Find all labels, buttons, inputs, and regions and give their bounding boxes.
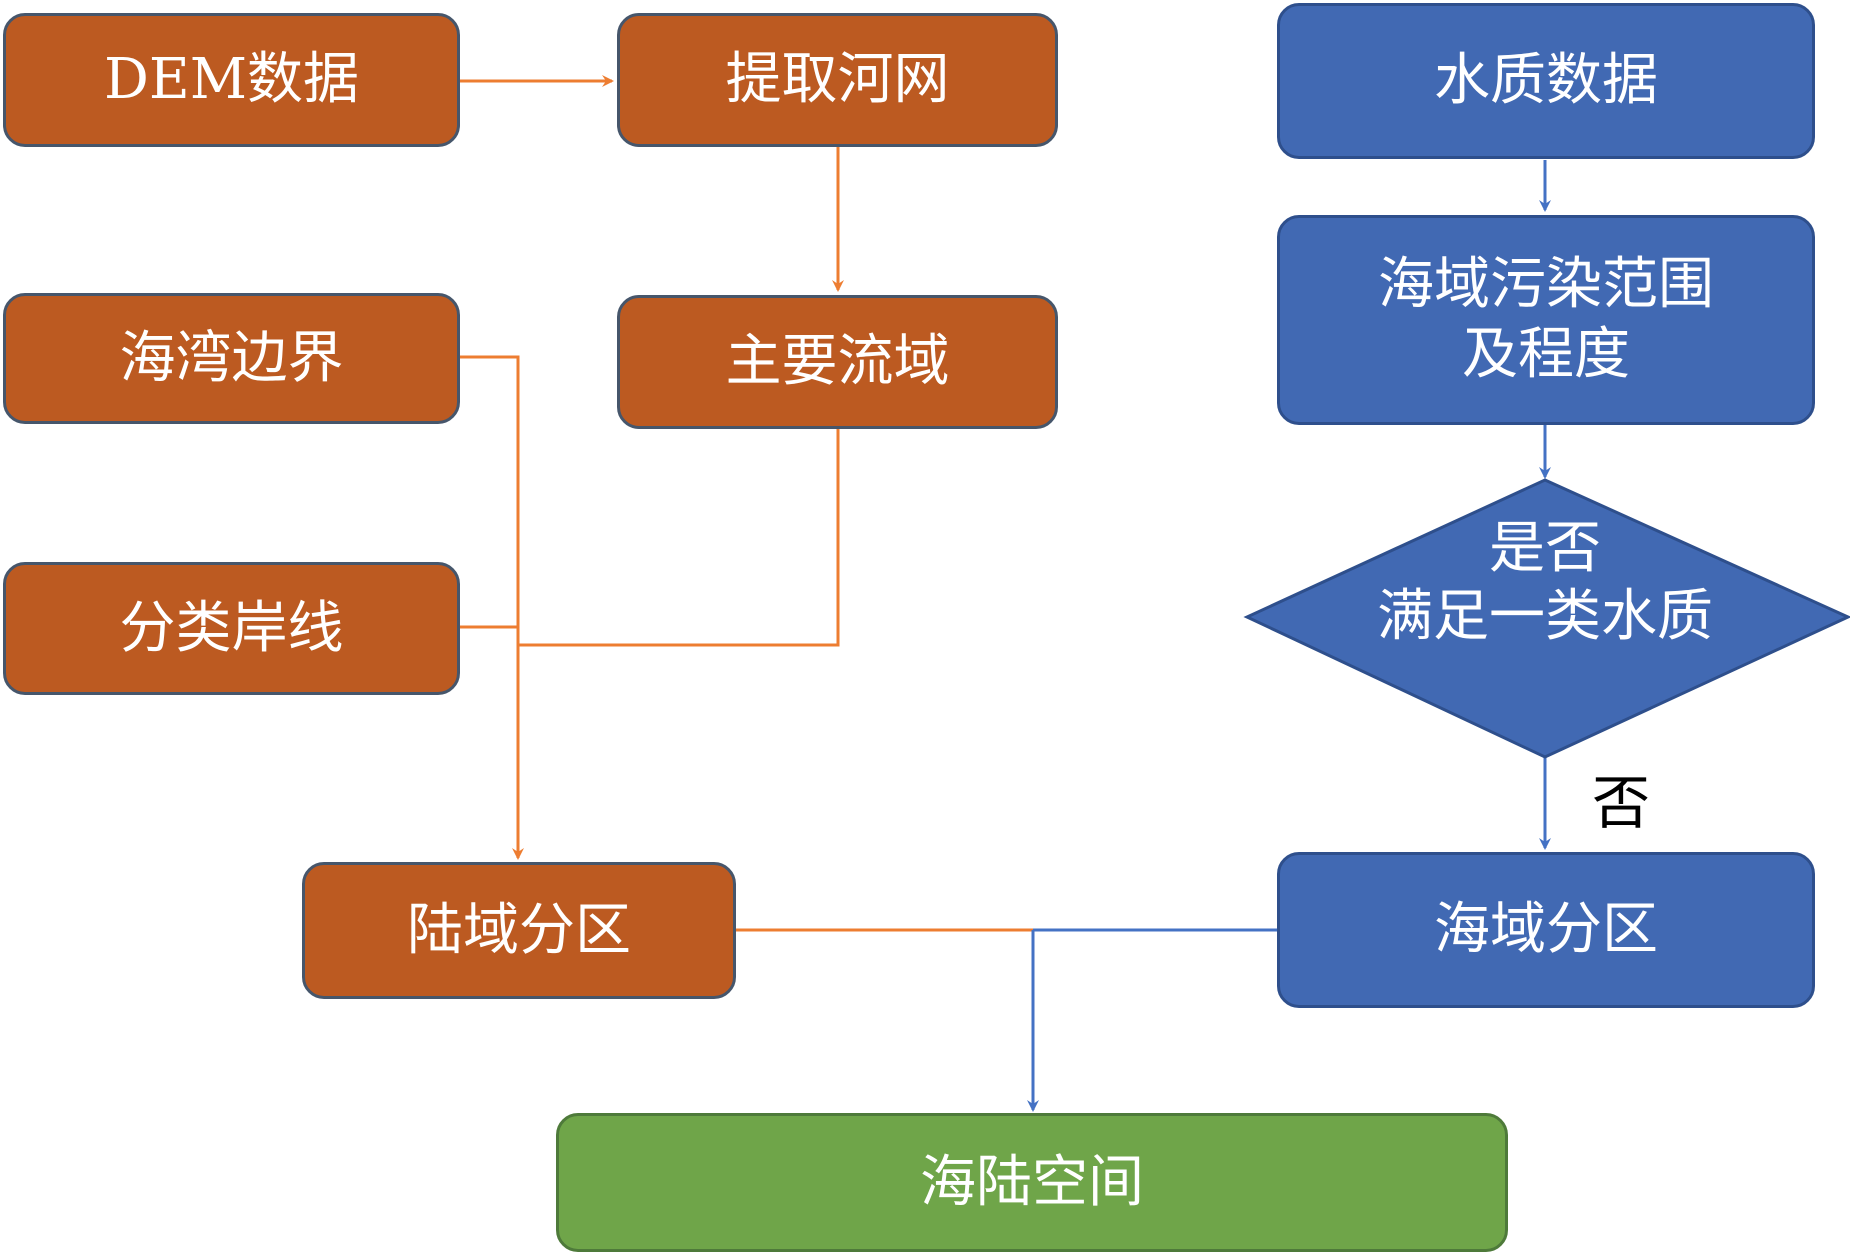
node-water-quality-data: 水质数据: [1277, 3, 1815, 159]
edge-basin-to-junction: [518, 429, 840, 647]
node-sea-zoning: 海域分区: [1277, 852, 1815, 1008]
decision-label: 是否 满足一类水质: [1330, 515, 1760, 652]
node-classified-coastline: 分类岸线: [3, 562, 460, 695]
edge-bay-boundary-to-land: [460, 355, 524, 860]
pollution-line-1: 海域污染范围: [1378, 252, 1714, 317]
node-dem-data: DEM数据: [3, 13, 460, 147]
node-main-basin: 主要流域: [617, 295, 1058, 429]
node-extract-river-network: 提取河网: [617, 13, 1058, 147]
node-bay-boundary: 海湾边界: [3, 293, 460, 424]
decision-line-1: 是否: [1489, 516, 1601, 581]
decision-diamond: [1243, 478, 1850, 759]
pollution-line-2: 及程度: [1462, 322, 1630, 387]
node-sea-pollution-extent: 海域污染范围 及程度: [1277, 215, 1815, 425]
decision-line-2: 满足一类水质: [1377, 584, 1713, 650]
node-land-zoning: 陆域分区: [302, 862, 736, 999]
node-land-sea-space: 海陆空间: [556, 1113, 1508, 1252]
edge-label-no: 否: [1592, 769, 1651, 837]
